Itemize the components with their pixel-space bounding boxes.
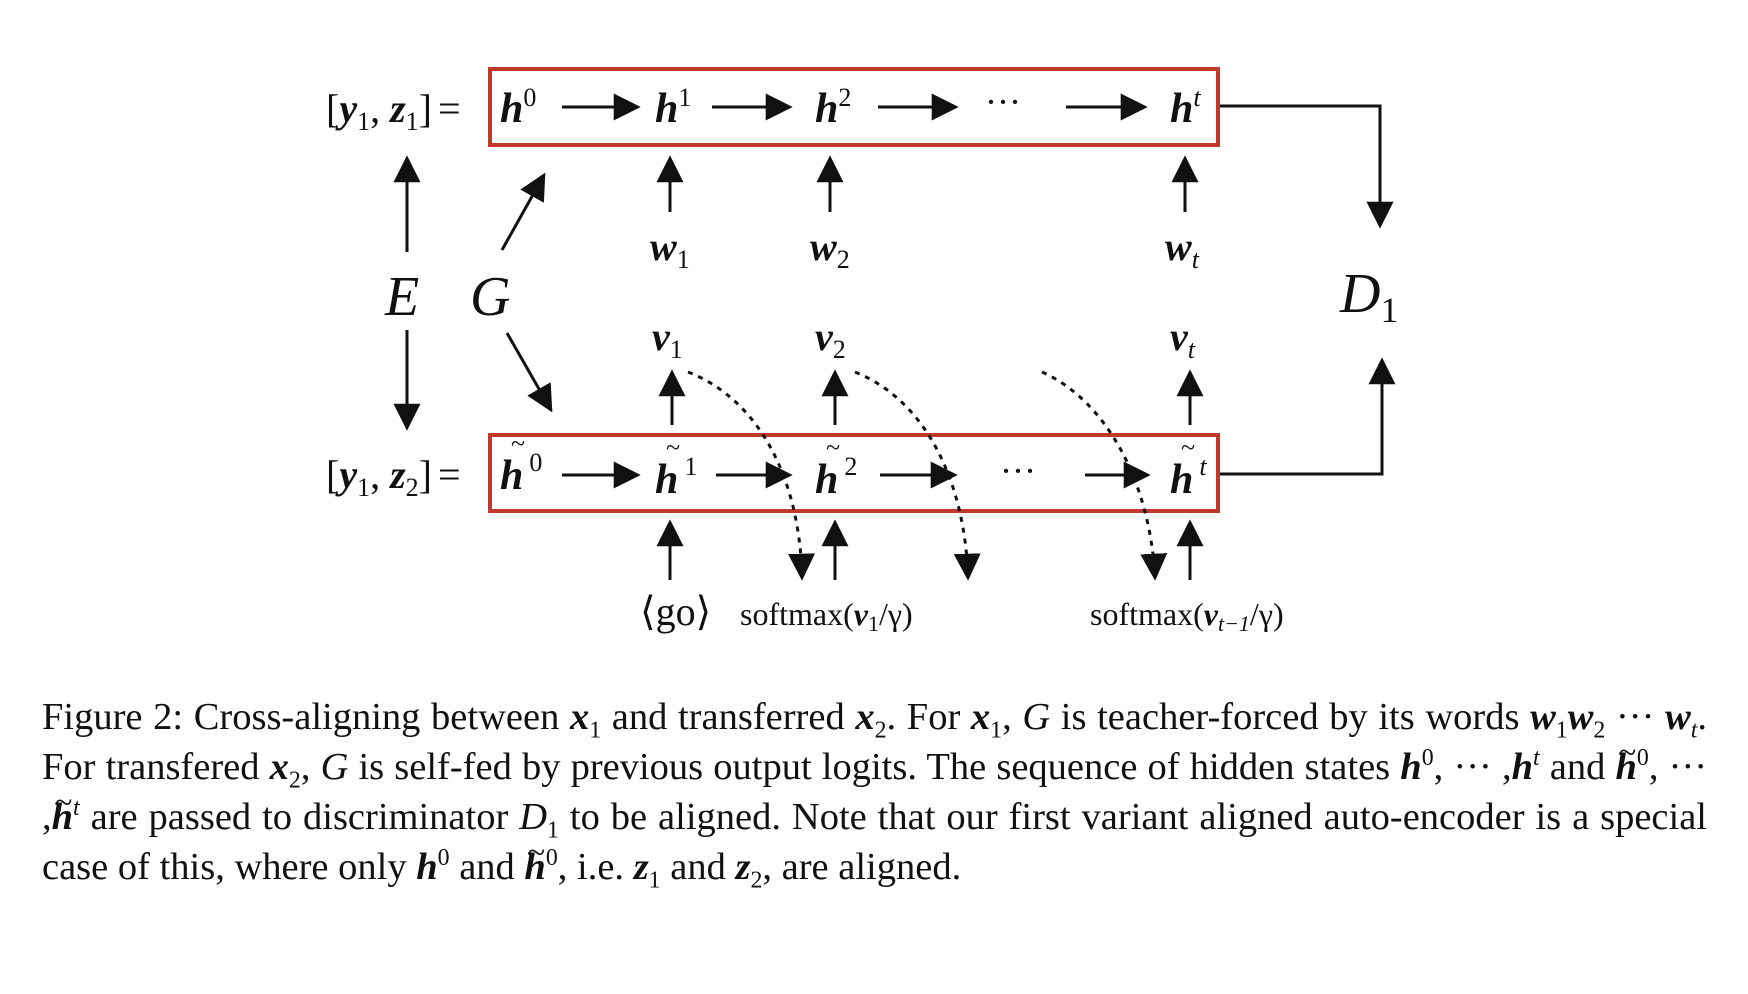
- bottom-state-box: [488, 433, 1220, 513]
- top-state-h2: h2: [815, 83, 851, 132]
- svg-text:~: ~: [1181, 433, 1195, 462]
- top-state-h1: h1: [655, 83, 691, 132]
- discriminator-label: D1: [1339, 263, 1398, 330]
- top-state-ht: ht: [1170, 83, 1201, 132]
- softmax-last-label: softmax(vt−1/γ): [1090, 596, 1284, 636]
- svg-text:~: ~: [511, 429, 525, 458]
- v2-label: v2: [815, 314, 846, 364]
- figure-caption: Figure 2: Cross-aligning between x1 and …: [42, 692, 1707, 893]
- v1-label: v1: [652, 314, 683, 364]
- bottom-input-label: [y1, z2]=: [326, 452, 461, 502]
- g-to-top-arrow: [500, 172, 546, 251]
- feedback-dashed-arrow-2: [854, 370, 981, 581]
- top-state-box: [488, 67, 1220, 147]
- svg-text:h2: h2: [815, 452, 857, 503]
- top-to-d1-arrow: [1220, 104, 1394, 229]
- wt-label: wt: [1165, 224, 1200, 274]
- encoder-label: E: [384, 266, 419, 328]
- svg-text:ht: ht: [1170, 452, 1207, 503]
- svg-text:h1: h1: [655, 452, 697, 503]
- w1-label: w1: [650, 224, 690, 274]
- bottom-to-d1-arrow: [1220, 357, 1396, 476]
- softmax-first-label: softmax(v1/γ): [740, 596, 913, 636]
- feedback-dashed-arrow-3: [1041, 370, 1168, 581]
- top-state-h0: h0: [500, 83, 536, 132]
- svg-text:~: ~: [826, 433, 840, 462]
- feedback-dashed-arrow-1: [687, 370, 815, 581]
- bottom-state-dots: ···: [1000, 451, 1036, 491]
- g-to-bottom-arrow: [505, 332, 553, 413]
- generator-label: G: [470, 266, 510, 328]
- go-label: ⟨go⟩: [640, 589, 711, 634]
- top-input-label: [y1, z1]=: [326, 86, 461, 136]
- svg-text:~: ~: [666, 433, 680, 462]
- vt-label: vt: [1170, 314, 1196, 364]
- svg-text:h0: h0: [500, 448, 542, 499]
- w2-label: w2: [810, 224, 850, 274]
- top-state-dots: ···: [985, 82, 1021, 122]
